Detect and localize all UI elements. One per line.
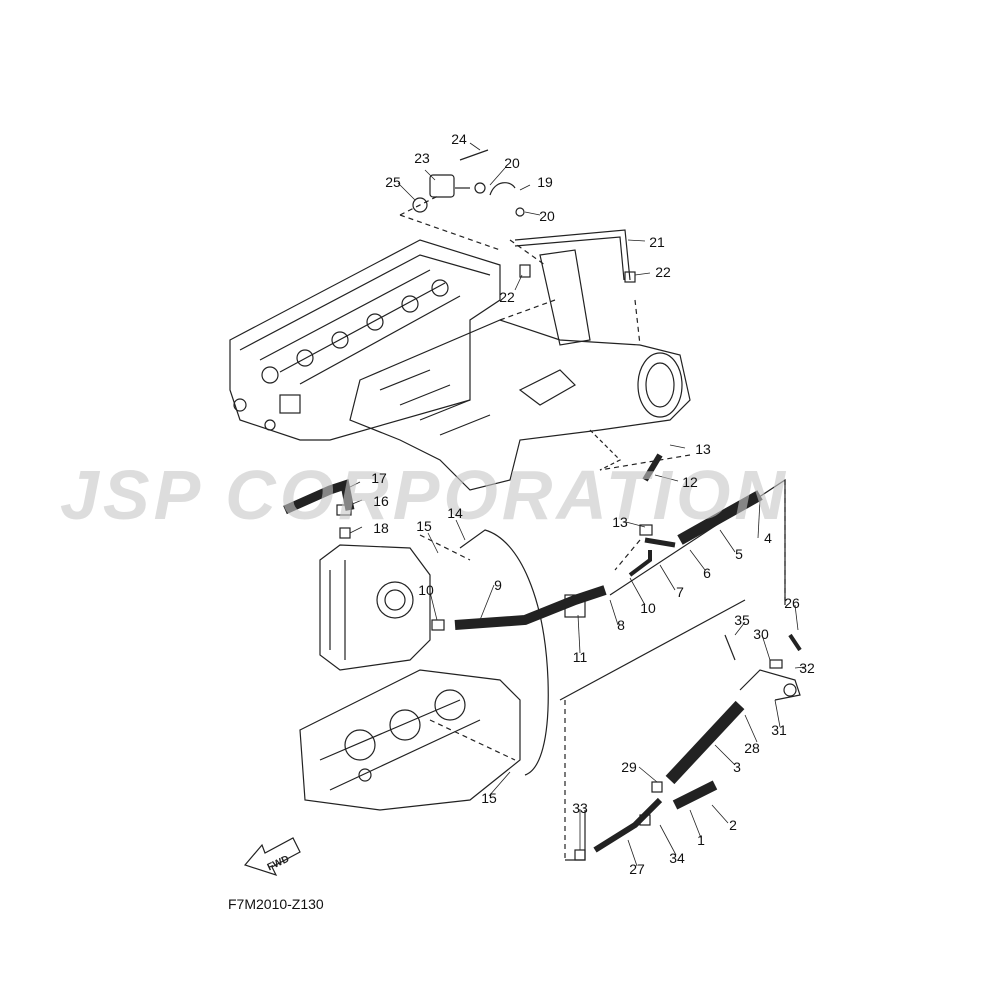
diagram-code: F7M2010-Z130 <box>228 896 324 912</box>
tube-14 <box>459 529 549 776</box>
callout-25: 25 <box>385 174 401 190</box>
cylinder-head <box>229 239 501 441</box>
throttle-body <box>319 544 431 671</box>
callout-1: 1 <box>697 832 705 848</box>
leader-lines <box>347 142 806 867</box>
callout-21: 21 <box>649 234 665 250</box>
callout-18: 18 <box>373 520 389 536</box>
callout-35: 35 <box>734 612 750 628</box>
callout-24: 24 <box>451 131 467 147</box>
callout-20b: 20 <box>539 208 555 224</box>
hose-9-11 <box>431 585 607 631</box>
callout-15b: 15 <box>481 790 497 806</box>
fwd-arrow-icon <box>243 837 301 877</box>
callout-10a: 10 <box>418 582 434 598</box>
callout-13a: 13 <box>695 441 711 457</box>
callout-4: 4 <box>764 530 772 546</box>
callout-13b: 13 <box>612 514 628 530</box>
lower-assembly <box>574 633 802 861</box>
callout-12: 12 <box>682 474 698 490</box>
callout-2: 2 <box>729 817 737 833</box>
callout-19: 19 <box>537 174 553 190</box>
callout-32: 32 <box>799 660 815 676</box>
callout-10b: 10 <box>640 600 656 616</box>
callout-7: 7 <box>676 584 684 600</box>
callout-23: 23 <box>414 150 430 166</box>
callout-8: 8 <box>617 617 625 633</box>
callout-14: 14 <box>447 505 463 521</box>
callout-33: 33 <box>572 800 588 816</box>
watermark-text: JSP CORPORATION <box>60 456 789 534</box>
callout-3: 3 <box>733 759 741 775</box>
hose-4-5 <box>628 490 763 577</box>
callout-9: 9 <box>494 577 502 593</box>
callout-5: 5 <box>735 546 743 562</box>
callout-6: 6 <box>703 565 711 581</box>
frame-lines <box>559 478 786 861</box>
callout-15a: 15 <box>416 518 432 534</box>
callout-27: 27 <box>629 861 645 877</box>
callout-34: 34 <box>669 850 685 866</box>
callout-22a: 22 <box>655 264 671 280</box>
callout-17: 17 <box>371 470 387 486</box>
callout-20a: 20 <box>504 155 520 171</box>
callout-16: 16 <box>373 493 389 509</box>
intake-manifold <box>349 319 691 491</box>
callout-30: 30 <box>753 626 769 642</box>
breather-assembly <box>412 149 636 346</box>
hose-12 <box>642 453 663 482</box>
callout-22b: 22 <box>499 289 515 305</box>
callout-29: 29 <box>621 759 637 775</box>
callout-28: 28 <box>744 740 760 756</box>
callout-31: 31 <box>771 722 787 738</box>
callout-11: 11 <box>572 649 588 665</box>
crankcase <box>299 669 521 811</box>
callout-26: 26 <box>784 595 800 611</box>
